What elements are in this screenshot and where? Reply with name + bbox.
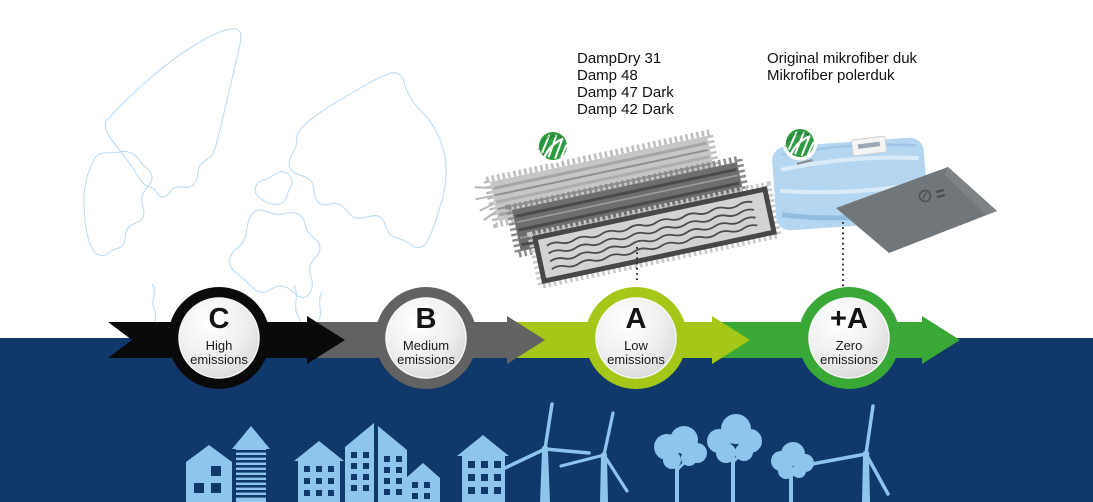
- gray-cloth-print-icon: [918, 188, 946, 203]
- map-asia: [288, 72, 447, 249]
- map-south-america: [83, 150, 153, 257]
- nordic-swan-ecolabel-icon: SVANENMÄRKET: [534, 128, 571, 164]
- product-label-line: DampDry 31: [577, 50, 662, 67]
- cloth-tag: [850, 135, 888, 157]
- tower-silhouette: [232, 426, 270, 502]
- grade-letter: C: [209, 303, 230, 335]
- mop-pads-image: [474, 128, 783, 290]
- grade-circle-plus-a: +A Zero emissions: [798, 287, 900, 389]
- product-label-line: Damp 47 Dark: [577, 84, 674, 101]
- block-house-silhouette: [457, 435, 509, 502]
- grade-caption-line1: Zero: [836, 338, 863, 353]
- tree-1: [654, 426, 707, 502]
- map-africa: [229, 209, 321, 299]
- gray-cloth: [836, 167, 997, 253]
- world-map-outline: [83, 28, 447, 337]
- grade-circle-b: B Medium emissions: [375, 287, 477, 389]
- product-label-line: Mikrofiber polerduk: [767, 67, 895, 84]
- wind-turbine-2: [559, 411, 629, 502]
- map-north-america: [104, 28, 242, 198]
- tree-2: [707, 414, 762, 502]
- wind-turbine-3: [810, 404, 890, 502]
- city-silhouette: [186, 402, 890, 502]
- house-silhouette: [186, 445, 232, 502]
- nordic-swan-ecolabel-icon: SVANENMÄRKET: [781, 125, 818, 165]
- slant-tower-left: [345, 423, 374, 502]
- grade-letter: B: [416, 303, 437, 335]
- grade-circle-a: A Low emissions: [585, 287, 687, 389]
- grade-caption-line2: emissions: [190, 352, 248, 367]
- grade-circle-c: C High emissions: [168, 287, 270, 389]
- grade-caption-line2: emissions: [607, 352, 665, 367]
- product-label-line: Damp 42 Dark: [577, 101, 674, 118]
- wind-turbine-1: [503, 402, 591, 502]
- grade-letter: +A: [830, 303, 868, 335]
- grade-caption-line1: Low: [624, 338, 648, 353]
- small-house-silhouette: [406, 463, 440, 502]
- mop-product-labels: DampDry 31 Damp 48 Damp 47 Dark Damp 42 …: [577, 50, 674, 118]
- grade-caption-line2: emissions: [397, 352, 455, 367]
- grade-letter: A: [626, 303, 647, 335]
- grade-caption-line1: High: [206, 338, 233, 353]
- slant-tower-right: [378, 426, 407, 502]
- product-label-line: Original mikrofiber duk: [767, 50, 918, 67]
- tree-3: [771, 442, 814, 502]
- product-label-line: Damp 48: [577, 67, 638, 84]
- map-europe: [254, 171, 293, 206]
- apartment-silhouette: [294, 441, 344, 502]
- grade-caption-line2: emissions: [820, 352, 878, 367]
- grade-caption-line1: Medium: [403, 338, 449, 353]
- cloth-product-labels: Original mikrofiber duk Mikrofiber poler…: [767, 50, 917, 84]
